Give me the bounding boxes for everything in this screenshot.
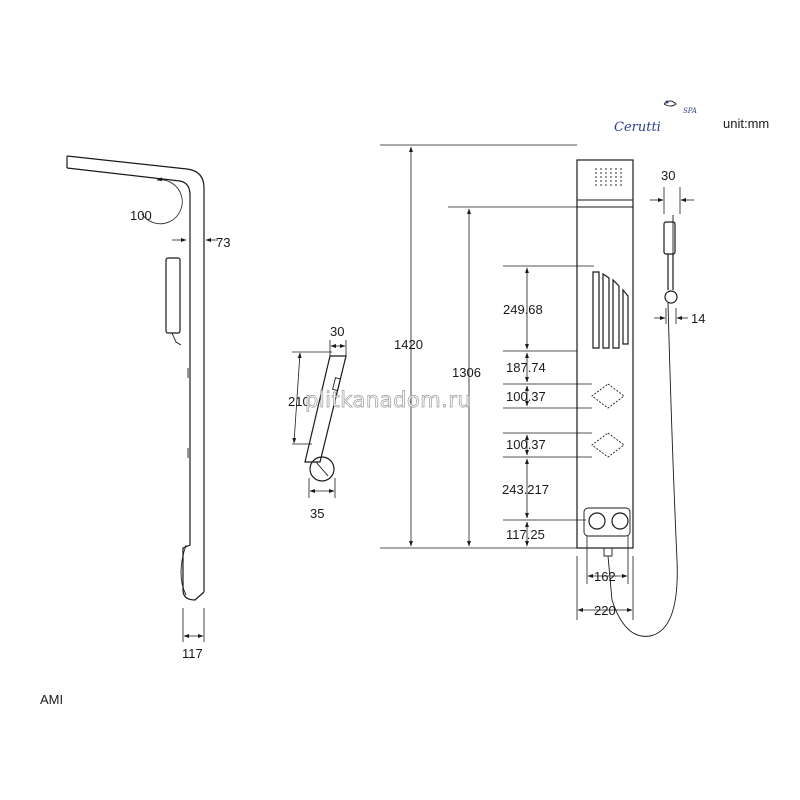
brand-dot-icon — [665, 100, 669, 104]
overall-height-label: 1420 — [394, 337, 423, 352]
hand-shower-mount — [309, 456, 335, 482]
base-label: 117 — [182, 646, 203, 661]
valve-spacing-label: 162 — [594, 569, 616, 584]
front-hand-shower-handle — [667, 254, 674, 290]
bottom-outlet — [603, 547, 613, 557]
hand-shower-nozzle-icon — [332, 377, 341, 392]
segment-label: 117.25 — [506, 527, 545, 542]
hose-lower — [607, 302, 678, 637]
angle-label: 100 — [130, 208, 152, 223]
offset-label: 73 — [216, 235, 230, 250]
hand-shower-body — [304, 355, 347, 463]
segment-label: 100.37 — [506, 389, 546, 404]
segment-label: 249.68 — [503, 302, 543, 317]
panel-width-label: 220 — [594, 603, 616, 618]
brand-logo: Cerutti SPA — [614, 100, 697, 135]
segment-label: 243.217 — [502, 482, 549, 497]
waterfall-slots-icon — [592, 271, 629, 349]
unit-label: unit:mm — [723, 116, 769, 131]
valve-knob-left — [588, 512, 606, 530]
segment-label: 100.37 — [506, 437, 546, 452]
side-view-hose-loop — [180, 544, 187, 596]
hand-length-dim — [292, 352, 302, 444]
rain-shower-holes-icon — [595, 168, 622, 188]
angle-arc — [141, 177, 183, 225]
front-hand-shower — [663, 221, 676, 255]
shower-holder — [664, 290, 678, 304]
hand-shower-mount-detail — [315, 461, 329, 477]
panel-outline — [576, 159, 634, 549]
side-view-arm-inner — [66, 167, 191, 535]
side-view-hand-shower — [165, 257, 181, 334]
watermark-text: plitkanadom.ru — [305, 388, 471, 412]
model-label: AMI — [40, 692, 63, 707]
holder-width-label: 14 — [691, 311, 705, 326]
front-view: 30 14 1420 1306 249.68 187.74 — [380, 144, 705, 637]
brand-name: Cerutti — [614, 120, 661, 135]
body-height-label: 1306 — [452, 365, 481, 380]
body-jet-icon — [591, 383, 625, 409]
hand-top-width-label: 30 — [330, 324, 344, 339]
side-view-hand-shower-neck — [171, 332, 182, 346]
hand-base-width-label: 35 — [310, 506, 324, 521]
valve-knob-right — [611, 512, 629, 530]
segment-label: 187.74 — [506, 360, 546, 375]
hand-length-label: 210 — [288, 394, 310, 409]
side-view-arm-outline — [66, 155, 205, 592]
body-jet-icon — [591, 432, 625, 458]
brand-suffix: SPA — [683, 107, 697, 115]
hand-shower-detail: 30 210 35 — [288, 324, 347, 521]
side-view: 100 73 117 — [66, 155, 230, 661]
valve-plate — [583, 507, 631, 537]
side-view-bottom-bracket — [182, 535, 205, 601]
hose-top-width-label: 30 — [661, 168, 675, 183]
